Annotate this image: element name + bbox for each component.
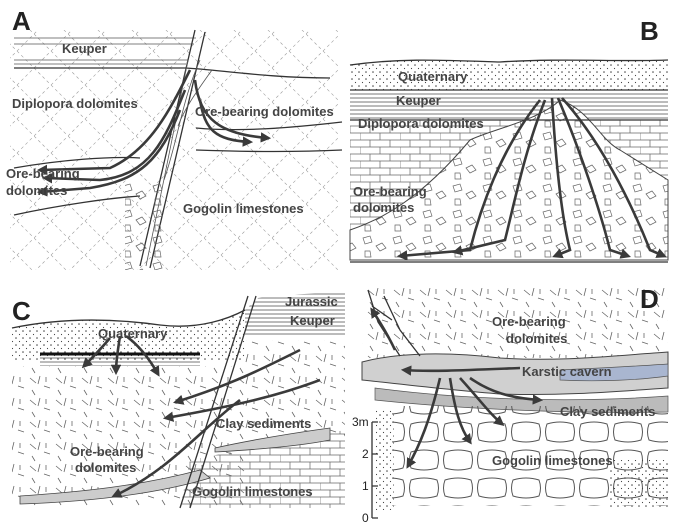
diplopora-label: Diplopora dolomites xyxy=(358,116,484,131)
quaternary-label: Quaternary xyxy=(398,69,468,84)
scale-tick-1: 1 xyxy=(362,479,369,493)
ore-bearing-label: Ore-bearing xyxy=(492,314,566,329)
panel-d-label: D xyxy=(640,284,659,314)
panel-d-right-dots xyxy=(610,460,668,508)
scale-tick-0: 0 xyxy=(362,511,369,525)
ore-bearing-label: dolomites xyxy=(353,200,414,215)
ore-bearing-label: dolomites xyxy=(75,460,136,475)
quaternary-label: Quaternary xyxy=(98,326,168,341)
karstic-cavern-label: Karstic cavern xyxy=(522,364,612,379)
scale-tick-2: 2 xyxy=(362,447,369,461)
gogolin-label: Gogolin limestones xyxy=(492,453,613,468)
panel-d-left-dots xyxy=(376,410,394,510)
keuper-label: Keuper xyxy=(396,93,441,108)
panel-a: A Keuper Diplopora dolomites Ore-bearing… xyxy=(6,6,342,270)
ore-bearing-label: Ore-bearing xyxy=(353,184,427,199)
ore-bearing-label: Ore-bearing dolomites xyxy=(195,104,334,119)
gogolin-label: Gogolin limestones xyxy=(183,201,304,216)
keuper-label: Keuper xyxy=(62,41,107,56)
panel-d-scale-bar: 3m 2 1 0 xyxy=(352,415,378,525)
panel-b-label: B xyxy=(640,16,659,46)
panel-c: C Jurassic Keuper Quaternary Clay sedime… xyxy=(12,293,345,508)
ore-bearing-label: dolomites xyxy=(6,183,67,198)
ore-bearing-label: Ore-bearing xyxy=(70,444,144,459)
jurassic-label: Jurassic xyxy=(285,294,338,309)
scale-tick-3m: 3m xyxy=(352,415,369,429)
panel-a-gogolin-fill xyxy=(10,30,340,270)
gogolin-label: Gogolin limestones xyxy=(192,484,313,499)
keuper-label: Keuper xyxy=(290,313,335,328)
clay-sediments-label: Clay sediments xyxy=(216,416,311,431)
panel-a-label: A xyxy=(12,6,31,36)
ore-bearing-label: dolomites xyxy=(506,331,567,346)
panel-c-label: C xyxy=(12,296,31,326)
panel-d: 3m 2 1 0 D Ore-bearing dolomites Karstic… xyxy=(352,284,668,525)
clay-sediments-label: Clay sediments xyxy=(560,404,655,419)
ore-bearing-label: Ore-bearing xyxy=(6,166,80,181)
diplopora-label: Diplopora dolomites xyxy=(12,96,138,111)
panel-b: B Quaternary Keuper Diplopora dolomites … xyxy=(350,16,668,262)
